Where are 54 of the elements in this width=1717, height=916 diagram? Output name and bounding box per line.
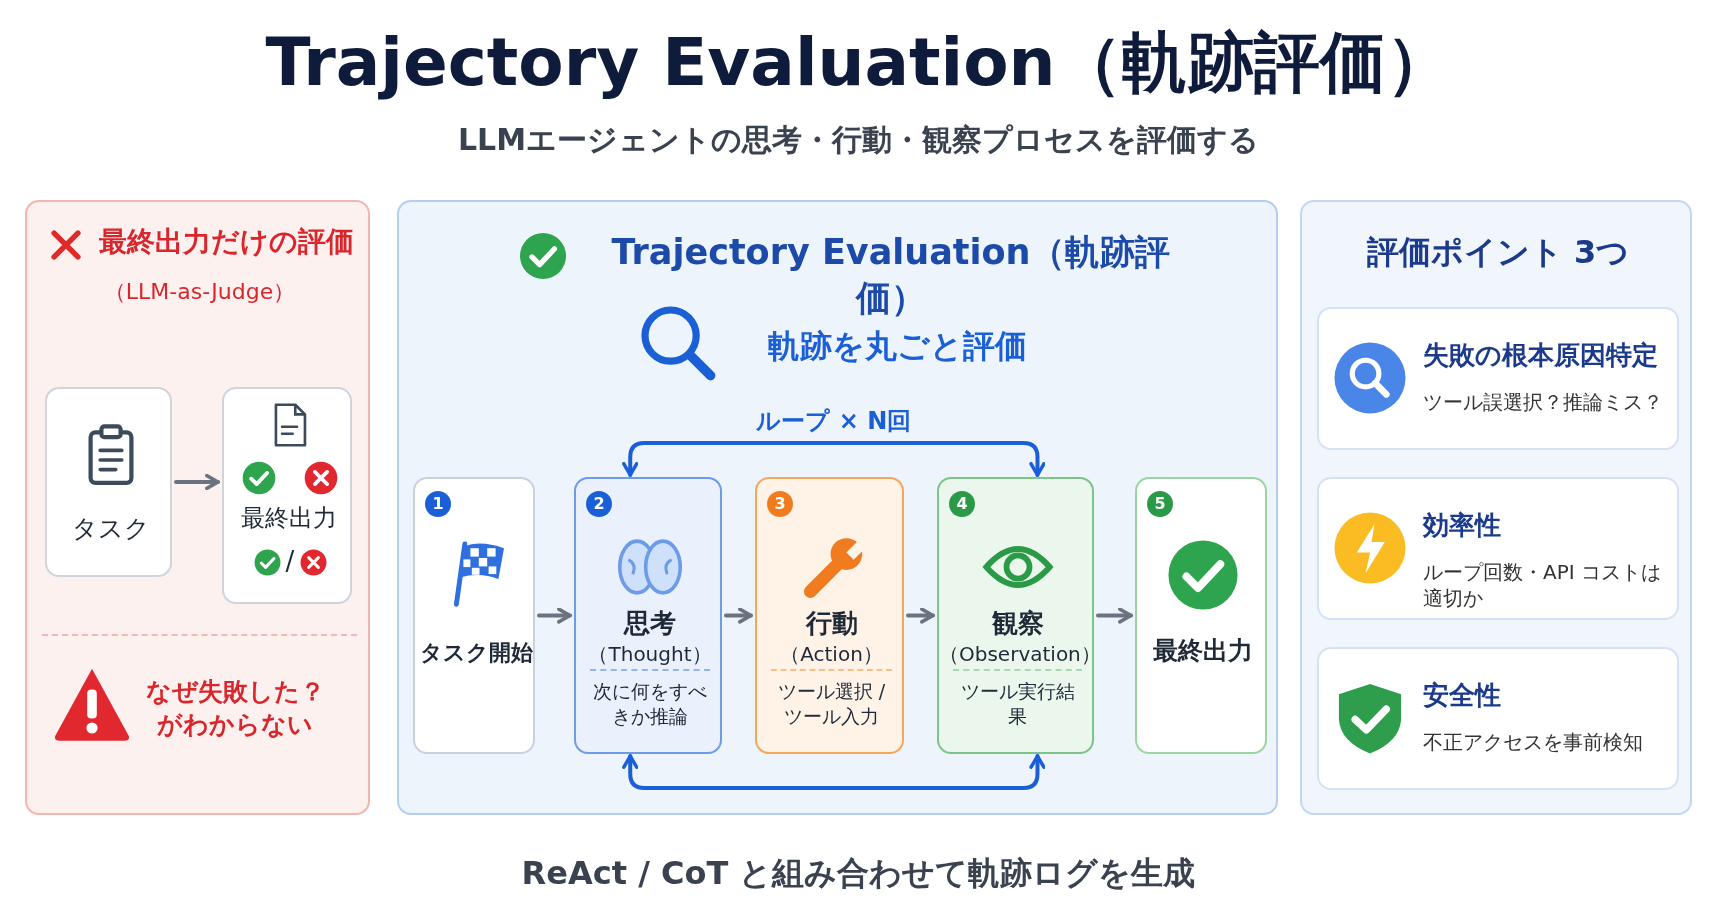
step-title: 観察 — [990, 607, 1045, 640]
step-card — [413, 477, 535, 754]
arrow — [724, 607, 753, 624]
step-card — [937, 477, 1094, 754]
step-title: 最終出力 — [1152, 635, 1254, 667]
step-number: 3 — [767, 491, 793, 517]
arrow — [537, 607, 572, 624]
panel-heading: 最終出力だけの評価 — [97, 224, 355, 260]
step-subtitle: （Action） — [779, 641, 884, 667]
warning-text: なぜ失敗した？がわからない — [145, 676, 325, 741]
step-card — [1135, 477, 1267, 754]
panel-subheading: （LLM-as-Judge） — [102, 278, 297, 306]
step-number: 2 — [586, 491, 612, 517]
title: Trajectory Evaluation（軌跡評価） — [264, 23, 1453, 103]
panel — [397, 200, 1278, 815]
card — [45, 387, 172, 577]
step-subtitle: （Thought） — [587, 641, 713, 667]
card-description: 不正アクセスを事前検知 — [1423, 729, 1644, 755]
step-number: 4 — [949, 491, 975, 517]
loop-arrow — [622, 441, 1046, 477]
card-description: ループ回数・API コストは適切か — [1423, 559, 1662, 611]
card — [1317, 477, 1679, 620]
panel — [1300, 200, 1692, 815]
step-number: 1 — [425, 491, 451, 517]
step-title: 思考 — [622, 607, 677, 640]
separator: / — [284, 545, 296, 578]
step-card — [755, 477, 904, 754]
step-subtitle: （Observation） — [939, 641, 1096, 667]
panel-subheading: 軌跡を丸ごと評価 — [766, 326, 1028, 367]
step-description: ツール実行結果 — [959, 679, 1076, 729]
step-card — [574, 477, 722, 754]
card — [1317, 307, 1679, 450]
step-description: 次に何をすべきか推論 — [592, 679, 708, 729]
card-heading: 安全性 — [1423, 679, 1502, 712]
panel — [25, 200, 370, 815]
card-description: ツール誤選択？推論ミス？ — [1423, 389, 1664, 415]
panel-heading: Trajectory Evaluation（軌跡評価） — [610, 231, 1172, 320]
step-description: ツール選択 / ツール入力 — [776, 679, 887, 729]
card — [1317, 647, 1679, 790]
panel-heading: 評価ポイント 3つ — [1365, 232, 1631, 273]
card — [222, 387, 352, 604]
caption: ReAct / CoT と組み合わせて軌跡ログを生成 — [520, 853, 1197, 894]
card-heading: 失敗の根本原因特定 — [1423, 339, 1659, 372]
card-label: タスク — [70, 513, 151, 545]
card-label: 最終出力 — [240, 503, 338, 534]
card-heading: 効率性 — [1423, 509, 1502, 542]
subtitle: LLMエージェントの思考・行動・観察プロセスを評価する — [456, 121, 1261, 159]
arrow — [174, 473, 220, 491]
arrow — [906, 607, 935, 624]
arrow — [1096, 607, 1133, 624]
step-number: 5 — [1147, 491, 1173, 517]
step-title: タスク開始 — [418, 639, 534, 667]
loop-arrow — [622, 754, 1046, 790]
step-title: 行動 — [804, 607, 859, 640]
